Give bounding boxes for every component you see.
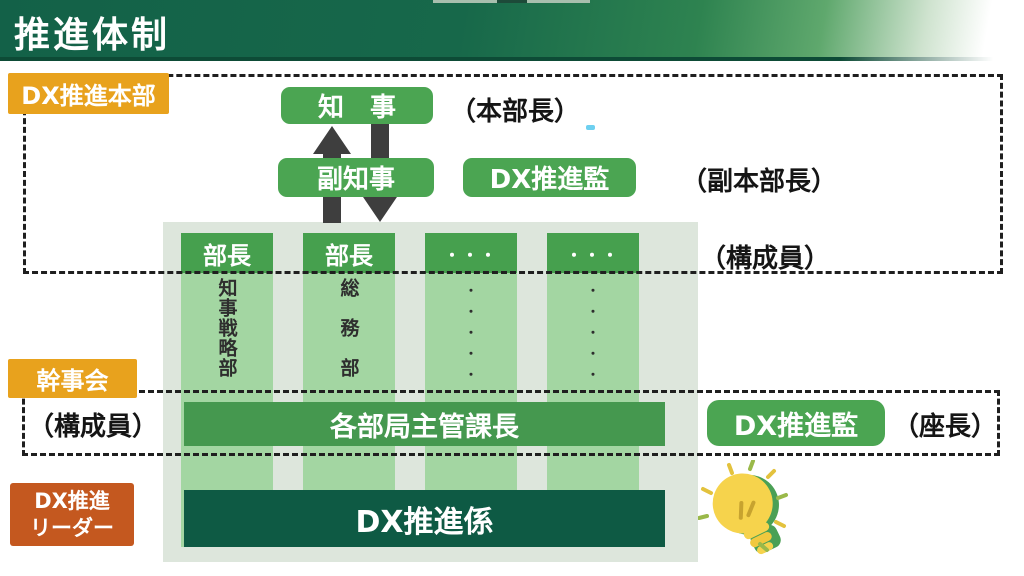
department-dots-vertical: ・・・・・	[425, 278, 517, 438]
department-dots-text: ・・・・・	[585, 284, 600, 389]
header-bar	[0, 0, 1024, 57]
division-chiefs-bar: 各部局主管課長	[184, 402, 665, 446]
lightbulb-icon	[698, 460, 788, 555]
dx-headquarters-dashed-frame	[23, 74, 1003, 274]
role-members-secretariat: （構成員）	[28, 412, 159, 442]
department-name-text: 総 務 部	[337, 278, 360, 378]
dx-leader-label: DX推進 リーダー	[10, 483, 134, 546]
vice-governor-box: 副知事	[278, 158, 434, 197]
department-name-vertical: 総 務 部	[303, 278, 395, 438]
dx-headquarters-label: DX推進本部	[8, 73, 169, 114]
dx-staff-bar: DX推進係	[184, 490, 665, 547]
role-chairperson: （座長）	[893, 412, 998, 442]
department-dots-vertical: ・・・・・	[547, 278, 639, 438]
department-head-bucho-1: 部長	[181, 233, 273, 273]
secretariat-label: 幹事会	[8, 359, 137, 398]
department-head-bucho-2: 部長	[303, 233, 395, 273]
department-dots-text: ・・・・・	[463, 284, 478, 389]
role-deputy-head: （副本部長）	[681, 167, 838, 197]
role-head-of-hq: （本部長）	[450, 97, 581, 127]
dx-supervisor-box-bottom: DX推進監	[707, 400, 885, 446]
video-progress-artifact	[433, 0, 590, 3]
video-progress-artifact-segment	[497, 0, 527, 3]
header-underline	[0, 57, 1024, 61]
department-name-text: 知事戦略部	[215, 278, 238, 378]
department-head-ellipsis-1: ・・・	[425, 233, 517, 273]
dx-leader-label-line1: DX推進	[34, 489, 110, 514]
cursor-artifact	[586, 125, 595, 130]
page-title: 推進体制	[14, 15, 171, 56]
dx-leader-label-line2: リーダー	[30, 515, 114, 540]
secretariat-dashed-frame	[22, 390, 1000, 456]
department-name-vertical: 知事戦略部	[181, 278, 273, 438]
role-members-hq: （構成員）	[700, 244, 831, 274]
department-head-ellipsis-2: ・・・	[547, 233, 639, 273]
dx-supervisor-box-top: DX推進監	[463, 158, 636, 197]
governor-box: 知 事	[281, 87, 433, 124]
